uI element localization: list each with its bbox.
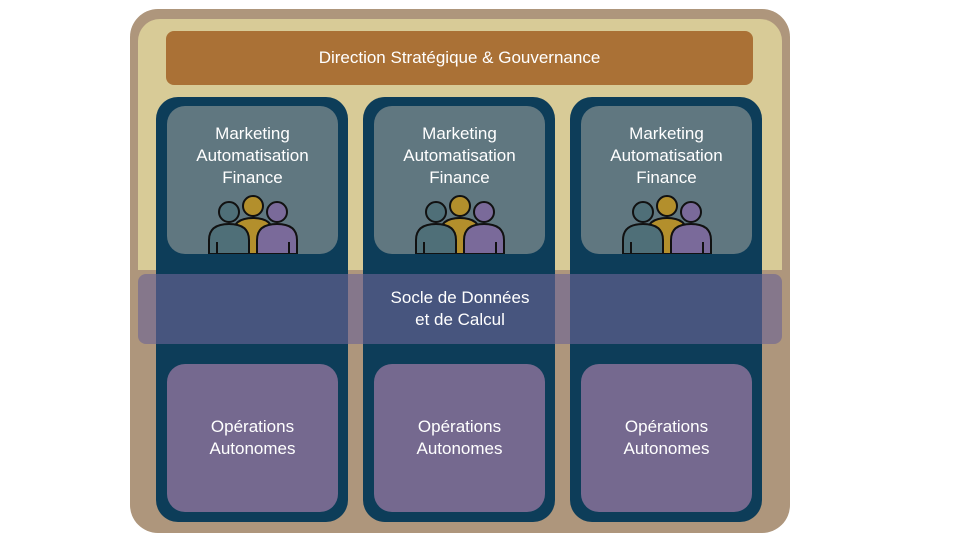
team-label: Marketing Automatisation Finance [374,123,545,189]
team-people-icon [415,195,505,254]
team-line-marketing: Marketing [422,124,497,143]
data-layer-line-1: Socle de Données [390,288,530,307]
ops-line-operations: Opérations [210,417,295,436]
team-line-finance: Finance [429,168,490,187]
operations-box-1: Opérations Autonomes [167,364,338,512]
ops-line-autonomous: Autonomes [209,439,296,458]
operations-box-3: Opérations Autonomes [581,364,752,512]
operations-box-2: Opérations Autonomes [374,364,545,512]
governance-title: Direction Stratégique & Gouvernance [318,48,601,67]
ops-line-autonomous: Autonomes [416,439,503,458]
team-line-finance: Finance [222,168,283,187]
team-people-icon [622,195,712,254]
team-label: Marketing Automatisation Finance [581,123,752,189]
ops-line-operations: Opérations [417,417,502,436]
governance-header: Direction Stratégique & Gouvernance [166,31,753,85]
team-box-1: Marketing Automatisation Finance [167,106,338,254]
team-line-automation: Automatisation [196,146,309,165]
team-box-2: Marketing Automatisation Finance [374,106,545,254]
team-line-marketing: Marketing [215,124,290,143]
data-compute-layer: Socle de Données et de Calcul [138,274,782,344]
team-line-automation: Automatisation [610,146,723,165]
ops-line-operations: Opérations [624,417,709,436]
team-line-marketing: Marketing [629,124,704,143]
data-layer-line-2: et de Calcul [415,310,505,329]
team-label: Marketing Automatisation Finance [167,123,338,189]
team-line-automation: Automatisation [403,146,516,165]
ops-line-autonomous: Autonomes [623,439,710,458]
team-people-icon [208,195,298,254]
team-box-3: Marketing Automatisation Finance [581,106,752,254]
team-line-finance: Finance [636,168,697,187]
